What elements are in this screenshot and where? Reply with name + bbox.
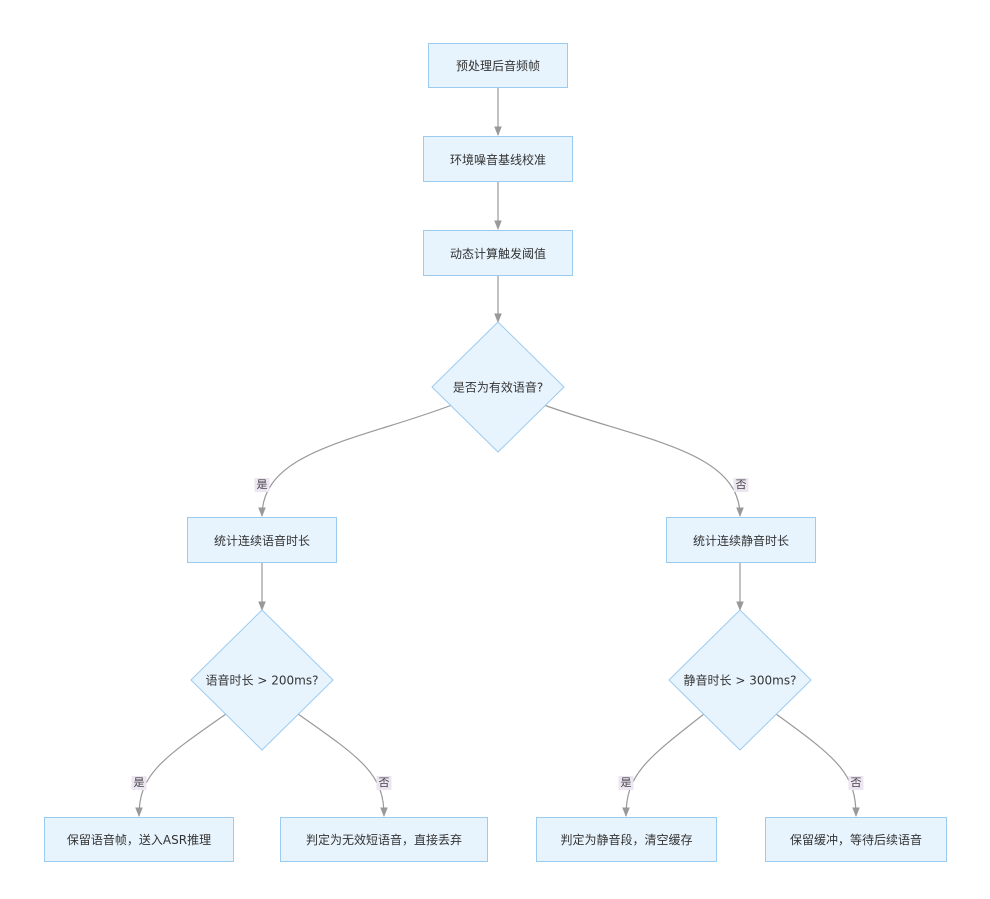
decision-speech-duration-shape [190,609,334,751]
edge-label-no-speech: 否 [733,478,749,492]
node-preprocessed-audio-frame: 预处理后音频帧 [428,43,568,88]
node-keep-speech-send-asr: 保留语音帧，送入ASR推理 [44,817,234,862]
edge-d3-n8 [622,713,705,817]
edge-d3-n9 [775,713,860,817]
node-noise-baseline-calibration: 环境噪音基线校准 [423,136,573,182]
node-count-speech-duration: 统计连续语音时长 [187,517,337,563]
decision-silence-duration-label: 静音时长 > 300ms? [683,673,797,688]
edge-label-no-duration: 否 [376,776,392,790]
node-dynamic-threshold: 动态计算触发阈值 [423,230,573,276]
edge-d1-n5 [543,404,744,517]
decision-valid-speech-shape [431,321,565,453]
edge-label-yes-speech: 是 [254,478,270,492]
edge-d2-n6 [135,713,227,817]
decision-valid-speech-label: 是否为有效语音? [452,380,544,395]
decision-speech-duration-label: 语音时长 > 200ms? [205,673,319,688]
edge-d2-n7 [297,713,388,817]
node-count-silence-duration: 统计连续静音时长 [666,517,816,563]
node-keep-buffer-wait: 保留缓冲，等待后续语音 [765,817,947,862]
edge-d1-n4 [258,404,453,517]
edge-label-no-silence: 否 [848,776,864,790]
node-discard-short-speech: 判定为无效短语音，直接丢弃 [280,817,488,862]
edge-label-yes-silence: 是 [618,776,634,790]
node-silence-clear-cache: 判定为静音段，清空缓存 [536,817,717,862]
edge-label-yes-duration: 是 [131,776,147,790]
decision-silence-duration-shape [668,609,812,751]
